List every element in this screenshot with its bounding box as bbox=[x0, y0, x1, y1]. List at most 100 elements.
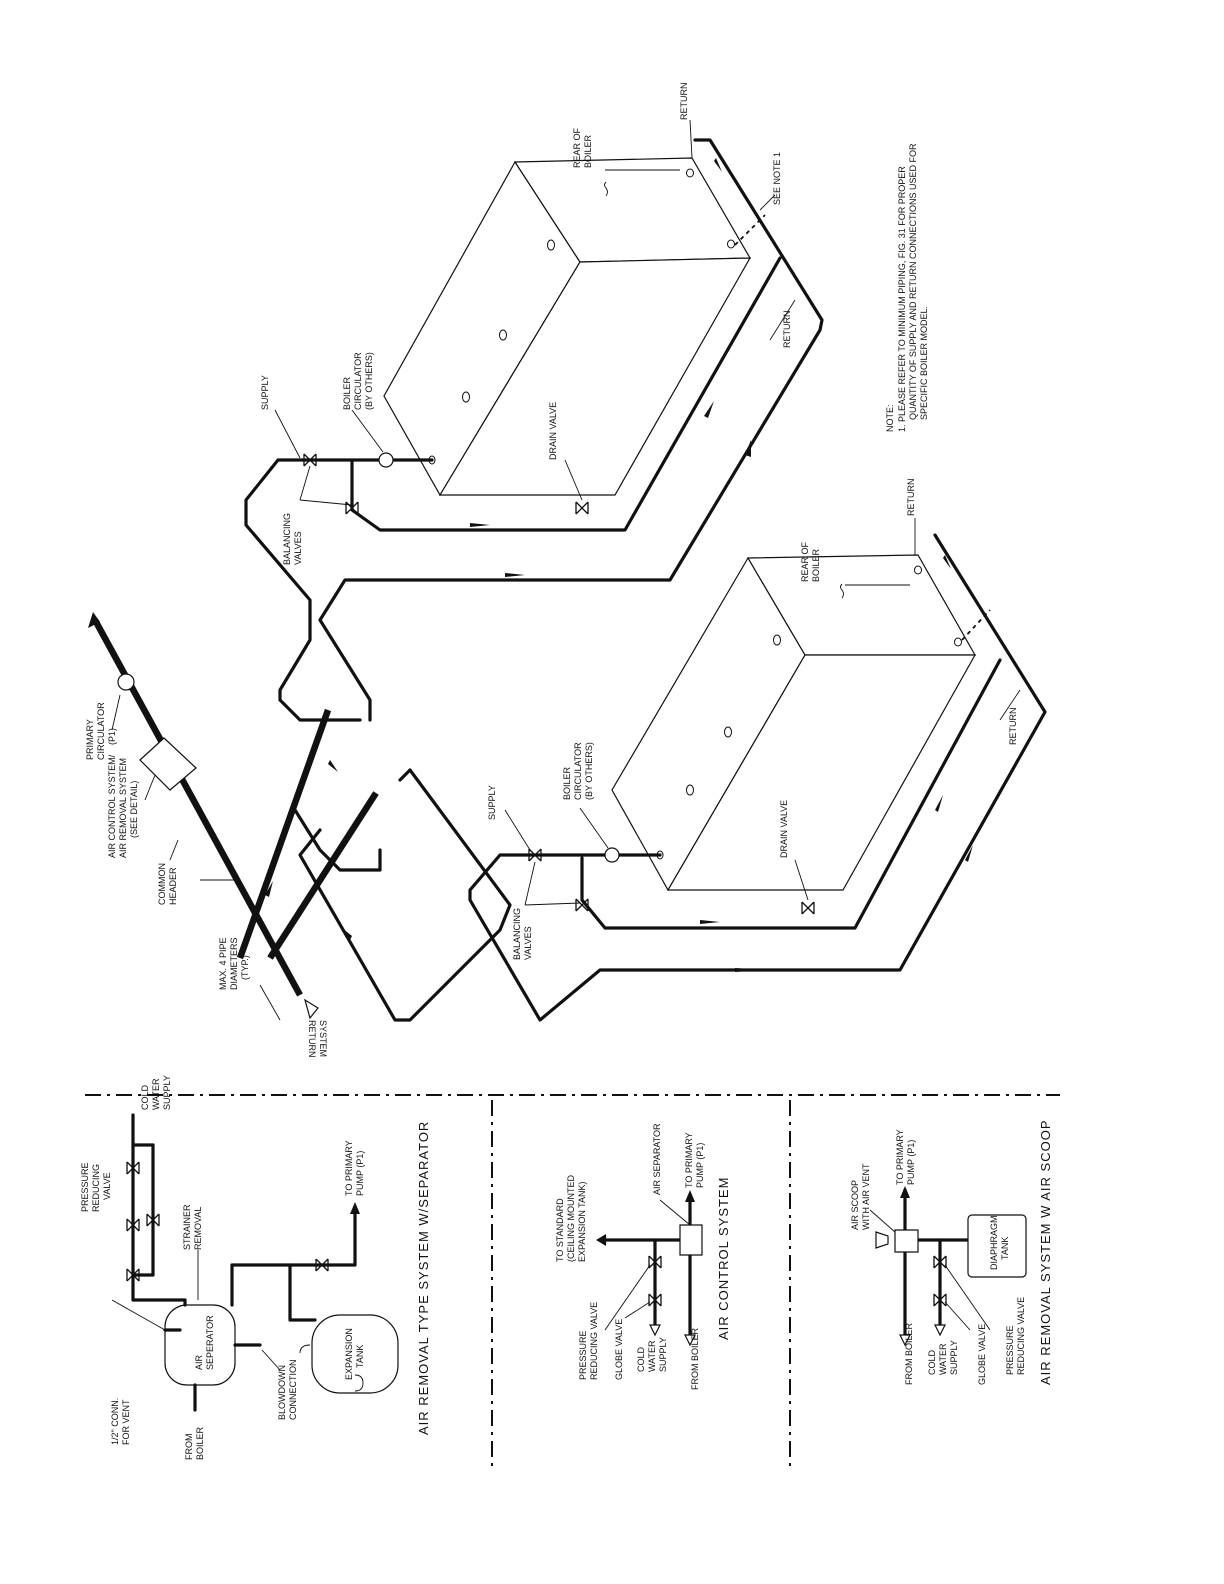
svg-text:BOILER: BOILER bbox=[195, 1426, 205, 1460]
svg-text:BOILER: BOILER bbox=[562, 766, 572, 800]
svg-text:WATER: WATER bbox=[938, 1343, 948, 1375]
expansion-tank-icon bbox=[311, 1314, 399, 1394]
label-balancing-valves-upper: BALANCING VALVES bbox=[282, 513, 303, 565]
svg-text:FOR VENT: FOR VENT bbox=[121, 1399, 131, 1445]
svg-text:(CEILING MOUNTED: (CEILING MOUNTED bbox=[566, 1174, 576, 1262]
drain-valve-icon bbox=[575, 501, 589, 515]
boiler-circulator-lower-icon bbox=[604, 847, 620, 863]
svg-text:SPECIFIC BOILER MODEL.: SPECIFIC BOILER MODEL. bbox=[919, 306, 929, 420]
svg-text:PRESSURE: PRESSURE bbox=[578, 1330, 588, 1380]
svg-text:BOILER: BOILER bbox=[811, 548, 821, 582]
svg-text:VALVE: VALVE bbox=[102, 1172, 112, 1200]
air-separator-tank-icon bbox=[164, 1304, 236, 1386]
svg-text:FROM: FROM bbox=[184, 1434, 194, 1461]
diaphragm-tank-icon bbox=[967, 1214, 1027, 1278]
svg-text:COMMON: COMMON bbox=[157, 863, 167, 905]
svg-text:CIRCULATOR: CIRCULATOR bbox=[573, 742, 583, 800]
scoop-labels: AIR SCOOP WITH AIR VENT TO PRIMARY PUMP … bbox=[850, 1129, 1026, 1385]
drain-valve-icon bbox=[801, 901, 815, 915]
svg-text:AIR SCOOP: AIR SCOOP bbox=[850, 1180, 860, 1230]
label-return-1: RETURN bbox=[679, 83, 689, 121]
label-primary-circulator: PRIMARY CIRCULATOR (P1) bbox=[85, 702, 117, 760]
svg-text:REDUCING VALVE: REDUCING VALVE bbox=[589, 1302, 599, 1380]
svg-text:PRESSURE: PRESSURE bbox=[80, 1162, 90, 1212]
svg-text:REAR OF: REAR OF bbox=[572, 127, 582, 168]
air-scoop-icon bbox=[894, 1229, 919, 1253]
svg-text:1. PLEASE REFER TO MINIMUM PIP: 1. PLEASE REFER TO MINIMUM PIPING, FIG. … bbox=[897, 166, 907, 432]
detail-title-air-control: AIR CONTROL SYSTEM bbox=[716, 1177, 731, 1340]
svg-text:REAR OF: REAR OF bbox=[800, 541, 810, 582]
svg-text:TO PRIMARY: TO PRIMARY bbox=[895, 1129, 905, 1185]
svg-text:VALVES: VALVES bbox=[293, 531, 303, 565]
label-see-note: SEE NOTE 1 bbox=[772, 152, 782, 205]
svg-text:CIRCULATOR: CIRCULATOR bbox=[353, 352, 363, 410]
svg-text:SUPPLY: SUPPLY bbox=[162, 1075, 172, 1110]
svg-text:AIR CONTROL SYSTEM/: AIR CONTROL SYSTEM/ bbox=[107, 754, 117, 858]
svg-text:STRAINER: STRAINER bbox=[182, 1204, 192, 1250]
svg-text:AIR SEPARATOR: AIR SEPARATOR bbox=[652, 1123, 662, 1195]
label-return-3: RETURN bbox=[906, 479, 916, 517]
label-return-4: RETURN bbox=[1008, 708, 1018, 746]
svg-text:WATER: WATER bbox=[151, 1078, 161, 1110]
label-balancing-valves-lower: BALANCING VALVES bbox=[512, 908, 533, 960]
svg-text:RETURN: RETURN bbox=[307, 1020, 317, 1058]
svg-text:EXPANSION: EXPANSION bbox=[344, 1328, 354, 1380]
svg-text:REMOVAL: REMOVAL bbox=[193, 1207, 203, 1250]
svg-text:REDUCING VALVE: REDUCING VALVE bbox=[1016, 1297, 1026, 1375]
leaders bbox=[111, 119, 1021, 1021]
common-header bbox=[88, 612, 382, 1020]
svg-text:DIAPHRAGM: DIAPHRAGM bbox=[989, 1215, 999, 1270]
detail-air-scoop: AIR SCOOP WITH AIR VENT TO PRIMARY PUMP … bbox=[850, 1120, 1053, 1386]
svg-text:AIR REMOVAL SYSTEM: AIR REMOVAL SYSTEM bbox=[118, 758, 128, 858]
svg-text:MAX. 4 PIPE: MAX. 4 PIPE bbox=[218, 937, 228, 990]
iso-labels: SUPPLY SUPPLY BOILER CIRCULATOR (BY OTHE… bbox=[85, 83, 1018, 1058]
svg-text:REDUCING: REDUCING bbox=[91, 1164, 101, 1212]
piping-upper-boiler bbox=[244, 138, 824, 722]
svg-text:TANK: TANK bbox=[1000, 1237, 1010, 1260]
primary-circulator-icon bbox=[117, 673, 135, 691]
svg-text:HEADER: HEADER bbox=[168, 867, 178, 905]
label-supply-upper: SUPPLY bbox=[260, 375, 270, 410]
note-block: NOTE: 1. PLEASE REFER TO MINIMUM PIPING,… bbox=[885, 143, 929, 432]
detail-air-separator: PRESSURE REDUCING VALVE COLD WATER SUPPL… bbox=[80, 1075, 431, 1460]
svg-text:(BY OTHERS): (BY OTHERS) bbox=[364, 352, 374, 410]
svg-text:1/2" CONN.: 1/2" CONN. bbox=[110, 1398, 120, 1445]
svg-text:CIRCULATOR: CIRCULATOR bbox=[96, 702, 106, 760]
svg-text:TO STANDARD: TO STANDARD bbox=[555, 1198, 565, 1262]
svg-text:GLOBE VALVE: GLOBE VALVE bbox=[977, 1324, 987, 1385]
label-drain-valve-lower: DRAIN VALVE bbox=[779, 800, 789, 858]
svg-text:(P1): (P1) bbox=[107, 728, 117, 745]
detail-title-air-scoop: AIR REMOVAL SYSTEM W AIR SCOOP bbox=[1038, 1120, 1053, 1386]
svg-text:(SEE DETAIL): (SEE DETAIL) bbox=[129, 781, 139, 838]
label-common-header: COMMON HEADER bbox=[157, 863, 178, 905]
svg-text:AIR: AIR bbox=[194, 1354, 204, 1370]
label-drain-valve-upper: DRAIN VALVE bbox=[548, 402, 558, 460]
svg-text:PUMP (P1): PUMP (P1) bbox=[695, 1143, 705, 1188]
svg-text:BALANCING: BALANCING bbox=[512, 908, 522, 960]
label-supply-lower: SUPPLY bbox=[487, 785, 497, 820]
dividers bbox=[85, 1094, 1060, 1470]
sep-labels: PRESSURE REDUCING VALVE COLD WATER SUPPL… bbox=[80, 1075, 365, 1460]
svg-text:PRESSURE: PRESSURE bbox=[1005, 1325, 1015, 1375]
svg-text:(BY OTHERS): (BY OTHERS) bbox=[584, 742, 594, 800]
svg-text:WITH AIR VENT: WITH AIR VENT bbox=[861, 1163, 871, 1230]
label-max-pipe-diameters: MAX. 4 PIPE DIAMETERS (TYP.) bbox=[218, 937, 250, 990]
system-return-arrow-icon bbox=[304, 998, 319, 1020]
svg-text:PUMP (P1): PUMP (P1) bbox=[906, 1140, 916, 1185]
svg-text:BOILER: BOILER bbox=[342, 376, 352, 410]
label-return-2: RETURN bbox=[782, 311, 792, 349]
svg-text:TANK: TANK bbox=[355, 1345, 365, 1368]
svg-text:NOTE:: NOTE: bbox=[885, 404, 895, 432]
label-rear-of-boiler-lower: REAR OF BOILER bbox=[800, 541, 821, 582]
svg-text:CONNECTION: CONNECTION bbox=[288, 1360, 298, 1421]
svg-text:FROM BOILER: FROM BOILER bbox=[690, 1327, 700, 1390]
label-air-control-system: AIR CONTROL SYSTEM/ AIR REMOVAL SYSTEM (… bbox=[107, 754, 139, 858]
svg-text:VALVES: VALVES bbox=[523, 926, 533, 960]
ac-labels: TO STANDARD (CEILING MOUNTED EXPANSION T… bbox=[555, 1123, 705, 1390]
svg-text:BLOWDOWN: BLOWDOWN bbox=[277, 1365, 287, 1420]
svg-text:GLOBE VALVE: GLOBE VALVE bbox=[614, 1319, 624, 1380]
svg-text:TO PRIMARY: TO PRIMARY bbox=[684, 1132, 694, 1188]
air-control-system-icon bbox=[139, 737, 197, 791]
svg-text:BALANCING: BALANCING bbox=[282, 513, 292, 565]
